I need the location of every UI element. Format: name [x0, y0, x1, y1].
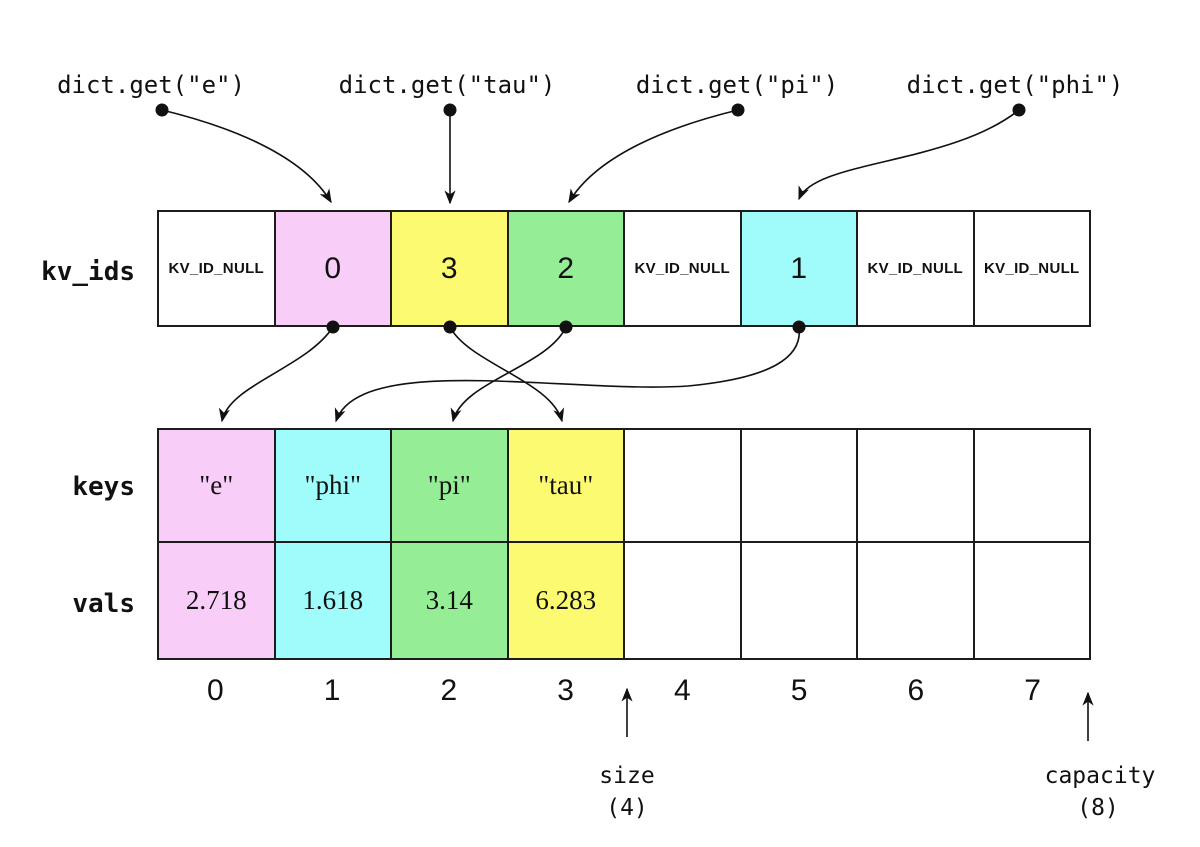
capacity-value: (8) — [1077, 795, 1119, 821]
kv-ids-cell-1: 0 — [273, 212, 390, 325]
keys-cell-6 — [856, 430, 973, 541]
kv-ids-row-label: kv_ids — [41, 257, 135, 287]
call-label-get-e: dict.get("e") — [57, 71, 245, 99]
arrow-kvid-3-to-key-3 — [449, 326, 565, 423]
keys-cell-5 — [739, 430, 856, 541]
kv-ids-cell-2: 3 — [390, 212, 507, 325]
kv-ids-cell-5: 1 — [739, 212, 856, 325]
keys-cell-2: "pi" — [390, 430, 507, 541]
vals-cell-4 — [623, 543, 740, 658]
vals-cell-1: 1.618 — [273, 543, 390, 658]
size-value: (4) — [606, 795, 648, 821]
size-label: size — [599, 763, 655, 789]
capacity-label: capacity — [1044, 763, 1156, 789]
kv-ids-cell-4: KV_ID_NULL — [623, 212, 740, 325]
index-label-5: 5 — [790, 674, 808, 707]
vals-cell-0: 2.718 — [159, 543, 274, 658]
index-label-3: 3 — [557, 674, 574, 707]
kv-ids-array: KV_ID_NULL 0 3 2 KV_ID_NULL 1 KV_ID_NULL… — [157, 210, 1091, 327]
call-label-get-pi: dict.get("pi") — [635, 71, 839, 99]
keys-cell-4 — [623, 430, 740, 541]
dot-get-pi — [731, 103, 745, 117]
index-labels: 0 1 2 3 4 5 6 7 — [157, 674, 1091, 708]
vals-cell-7 — [972, 543, 1089, 658]
arrow-get-pi-to-slot-3 — [568, 109, 739, 204]
index-label-7: 7 — [1024, 674, 1041, 707]
keys-cell-7 — [972, 430, 1089, 541]
arrow-get-phi-to-slot-5 — [798, 109, 1020, 201]
vals-cell-6 — [856, 543, 973, 658]
keys-cell-1: "phi" — [273, 430, 390, 541]
call-label-get-tau: dict.get("tau") — [338, 71, 556, 99]
vals-cell-2: 3.14 — [390, 543, 507, 658]
dot-get-e — [155, 103, 169, 117]
index-label-6: 6 — [907, 674, 925, 707]
arrow-kvid-1-to-key-1 — [334, 326, 801, 423]
vals-array: 2.718 1.618 3.14 6.283 — [157, 541, 1091, 660]
arrow-get-e-to-slot-1 — [161, 109, 332, 204]
vals-row-label: vals — [72, 589, 135, 619]
kv-ids-cell-3: 2 — [506, 212, 623, 325]
vals-cell-5 — [739, 543, 856, 658]
kv-ids-cell-7: KV_ID_NULL — [972, 212, 1089, 325]
arrow-kvid-2-to-key-2 — [450, 326, 567, 423]
kv-ids-cell-0: KV_ID_NULL — [159, 212, 274, 325]
vals-cell-3: 6.283 — [506, 543, 623, 658]
index-label-1: 1 — [323, 674, 341, 707]
index-label-2: 2 — [440, 674, 458, 707]
keys-row-label: keys — [72, 472, 135, 502]
dot-get-phi — [1012, 103, 1026, 117]
arrow-kvid-0-to-key-0 — [218, 326, 334, 423]
index-label-4: 4 — [674, 674, 691, 707]
keys-cell-0: "e" — [159, 430, 274, 541]
call-label-get-phi: dict.get("phi") — [906, 71, 1124, 99]
dot-get-tau — [443, 103, 457, 117]
keys-array: "e" "phi" "pi" "tau" — [157, 428, 1091, 543]
index-label-0: 0 — [207, 674, 224, 707]
keys-cell-3: "tau" — [506, 430, 623, 541]
kv-ids-cell-6: KV_ID_NULL — [856, 212, 973, 325]
